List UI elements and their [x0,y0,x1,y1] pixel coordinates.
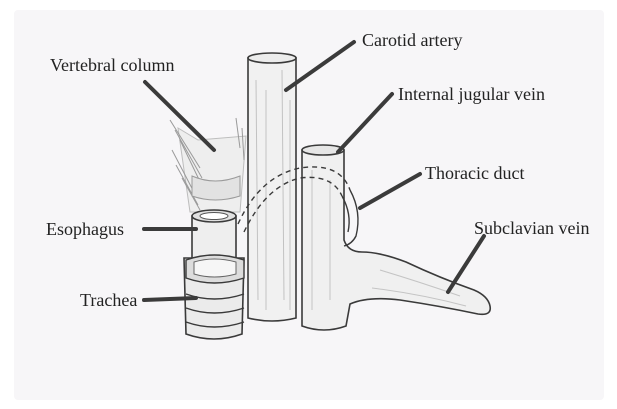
label-trachea: Trachea [80,290,137,310]
label-internal-jugular-vein: Internal jugular vein [398,84,545,104]
label-subclavian-vein: Subclavian vein [474,218,589,238]
carotid-artery-shape [248,53,296,321]
leader-trachea [144,298,196,300]
label-esophagus: Esophagus [46,219,124,239]
leader-internal-jugular-vein [338,94,392,152]
label-carotid-artery: Carotid artery [362,30,462,50]
leader-subclavian-vein [448,236,484,292]
esophagus-shape [192,210,236,262]
label-thoracic-duct: Thoracic duct [425,163,524,183]
leader-thoracic-duct [360,174,420,208]
label-vertebral-column: Vertebral column [50,55,174,75]
vertebral-column-shape [170,118,246,212]
